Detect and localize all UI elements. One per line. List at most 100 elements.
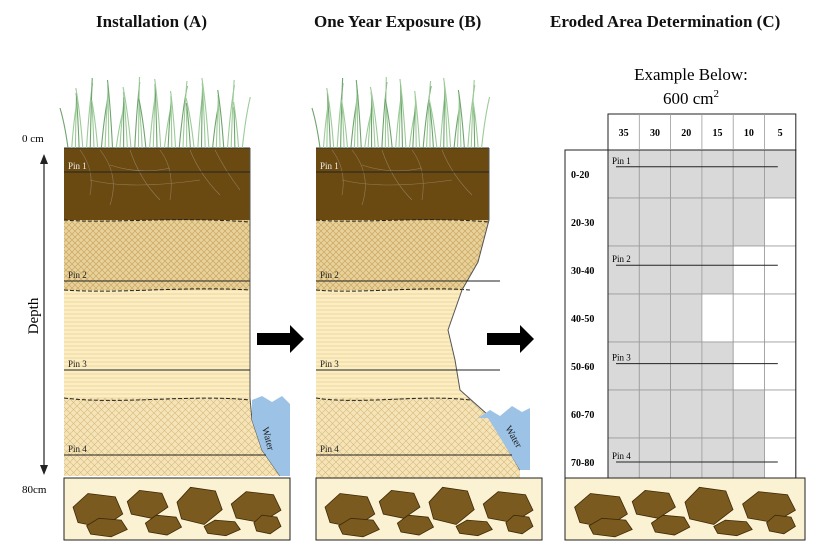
pin-1-label-b: Pin 1: [320, 161, 339, 171]
rock-shape: [126, 489, 169, 519]
grid-cell: [701, 245, 734, 295]
grass-blade: [369, 86, 379, 149]
grass-blade: [169, 90, 177, 149]
grass-blade: [152, 88, 156, 149]
grid-row-label: 50-60: [571, 362, 594, 373]
grass-blade: [182, 80, 188, 149]
panel-c-title: Eroded Area Determination (C): [550, 12, 781, 31]
rock-shape: [378, 489, 421, 519]
grid-cell: [732, 245, 765, 295]
rock-shape: [144, 514, 183, 536]
pin-4-label-b: Pin 4: [320, 444, 339, 454]
pin-label-c: Pin 3: [612, 353, 631, 363]
grass-b: [311, 76, 491, 149]
gravel-layer: [64, 398, 280, 476]
depth-bottom-label: 80cm: [22, 484, 47, 496]
grass-blade: [122, 91, 128, 149]
grid-column-header: 20: [681, 128, 691, 139]
rock-shape: [742, 491, 796, 524]
grid-cell: [607, 197, 640, 247]
rock-shape: [230, 491, 282, 524]
grass-blade: [370, 91, 376, 149]
arrow-right-icon: [257, 325, 304, 353]
rock-shape: [588, 517, 633, 538]
eroded-bank-b: [447, 148, 521, 471]
bedrock-band-a: [63, 477, 291, 541]
grass-blade: [75, 87, 84, 149]
grid-column-header: 5: [778, 128, 783, 139]
grass-blade: [457, 89, 465, 149]
grid-cell: [670, 197, 703, 247]
grid-cell: [638, 197, 671, 247]
grid-cell: [638, 341, 671, 391]
grid-cell: [638, 245, 671, 295]
grid-cell: [607, 293, 640, 343]
grid-cell: [670, 389, 703, 439]
grid-cell: [701, 197, 734, 247]
grid-cell: [638, 293, 671, 343]
grid-row-label: 70-80: [571, 458, 594, 469]
grass-blade: [443, 77, 452, 149]
rock-shape: [505, 514, 534, 535]
grid-column-header: 10: [744, 128, 754, 139]
grid-cell: [670, 341, 703, 391]
grid-cell: [732, 197, 765, 247]
grid-cell: [764, 149, 797, 199]
grid-cell: [701, 341, 734, 391]
pin-3-label-a: Pin 3: [68, 359, 87, 369]
grass-blade: [233, 101, 240, 149]
grass-blade: [201, 82, 206, 149]
loam-layer: [64, 290, 250, 398]
arrow-right-icon-2: [487, 325, 534, 353]
grass-blade: [217, 94, 221, 149]
grass-blade: [311, 107, 321, 149]
grass-blade: [326, 92, 331, 149]
rock-shape: [203, 519, 241, 537]
grass-blade: [472, 101, 479, 149]
grass-blade: [340, 99, 349, 149]
panel-a-title: Installation (A): [96, 12, 207, 31]
rock-shape: [631, 489, 676, 519]
grass-blade: [185, 102, 191, 149]
pin-1-label-a: Pin 1: [68, 161, 87, 171]
grid-cell: [732, 149, 765, 199]
grass-blade: [74, 97, 77, 149]
grass-blade: [355, 79, 362, 149]
grass-blade: [154, 83, 158, 149]
grid-cell: [764, 389, 797, 439]
grid-cell: [607, 389, 640, 439]
example-caption-line1: Example Below:: [634, 65, 748, 84]
rock-shape: [396, 514, 435, 536]
grid-row-label: 20-30: [571, 218, 594, 229]
grass-blade: [230, 79, 235, 149]
bedrock-band-b: [315, 477, 543, 541]
rock-shape: [650, 514, 691, 536]
grid-cell: [607, 245, 640, 295]
grid-cell: [638, 389, 671, 439]
grid-cell: [764, 197, 797, 247]
sand-layer: [64, 220, 250, 290]
rock-shape: [338, 517, 380, 538]
rock-shape: [766, 514, 796, 535]
grid-cell: [701, 293, 734, 343]
grass-blade: [122, 86, 132, 149]
pin-2-label-b: Pin 2: [320, 270, 339, 280]
grass-blade: [75, 92, 80, 149]
grass-blade: [414, 90, 421, 149]
rock-shape: [713, 519, 753, 537]
grid-cell: [670, 293, 703, 343]
grass-blade: [138, 103, 143, 149]
grid-row-label: 60-70: [571, 410, 594, 421]
topsoil-layer: [64, 148, 250, 220]
grid-row-label: 40-50: [571, 314, 594, 325]
grass-blade: [185, 97, 195, 149]
rock-shape: [86, 517, 128, 538]
grass-blade: [384, 98, 393, 149]
grid-cell: [701, 149, 734, 199]
grid-column-header: 35: [619, 128, 629, 139]
grass-blade: [233, 106, 236, 149]
grass-blade: [154, 78, 162, 149]
grid-cell: [607, 341, 640, 391]
